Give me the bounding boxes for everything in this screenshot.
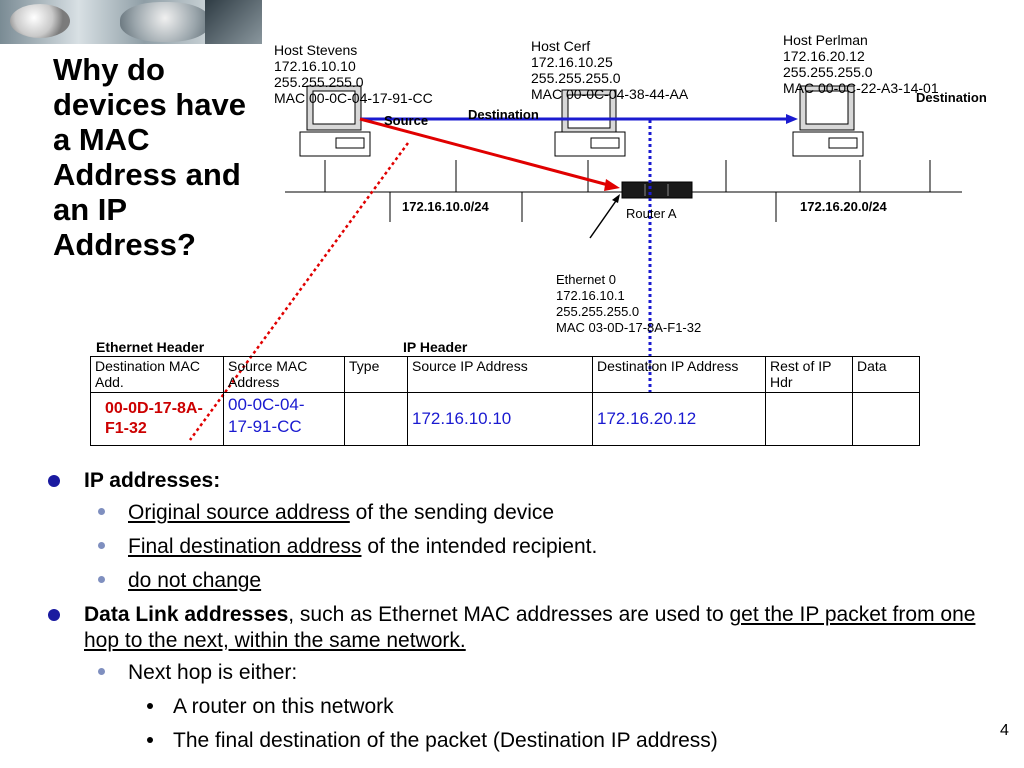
final-destination-address: Final destination address <box>128 535 362 558</box>
col-src-mac: Source MAC Address <box>223 356 345 393</box>
slide-title: Why do devices have a MAC Address and an… <box>53 52 247 262</box>
router-on-network-item: A router on this network <box>173 695 394 718</box>
col-dest-ip: Destination IP Address <box>592 356 766 393</box>
src-ip-value: 172.16.10.10 <box>412 409 512 428</box>
bullet-dot <box>48 475 60 487</box>
header-photo <box>0 0 262 44</box>
host-cerf-computer-icon <box>554 89 626 157</box>
col-type: Type <box>344 356 408 393</box>
router-a-icon <box>621 181 693 199</box>
network-1-label: 172.16.10.0/24 <box>402 199 489 214</box>
page-number: 4 <box>1000 722 1009 739</box>
destination-label-2: Destination <box>916 90 987 105</box>
destination-label-1: Destination <box>468 107 539 122</box>
dest-mac-value: 00-0D-17-8A-F1-32 <box>105 400 203 437</box>
col-dest-mac: Destination MAC Add. <box>90 356 224 393</box>
red-path-arrow <box>359 117 613 188</box>
host-stevens-computer-icon <box>299 85 371 157</box>
frame-table: Destination MAC Add. Source MAC Address … <box>90 356 920 446</box>
bullet-ip-addresses: IP addresses: <box>84 469 221 492</box>
network-2-label: 172.16.20.0/24 <box>800 199 887 214</box>
col-src-ip: Source IP Address <box>407 356 593 393</box>
do-not-change: do not change <box>128 569 262 592</box>
router-a-label: Router A <box>626 206 677 221</box>
ip-header-label: IP Header <box>403 339 468 355</box>
next-hop-item: Next hop is either: <box>128 661 298 684</box>
col-rest-ip: Rest of IP Hdr <box>765 356 853 393</box>
source-label: Source <box>384 113 429 128</box>
src-mac-value: 00-0C-04-17-91-CC <box>228 395 305 436</box>
bullet-list: IP addresses: Original source address of… <box>48 468 1008 754</box>
data-link-addresses: Data Link addresses <box>84 603 289 626</box>
host-perlman-computer-icon <box>792 85 864 157</box>
ethernet-header-label: Ethernet Header <box>96 339 205 355</box>
original-source-address: Original source address <box>128 501 350 524</box>
col-data: Data <box>852 356 920 393</box>
final-destination-item: The final destination of the packet (Des… <box>173 729 718 752</box>
dest-ip-value: 172.16.20.12 <box>597 409 697 428</box>
